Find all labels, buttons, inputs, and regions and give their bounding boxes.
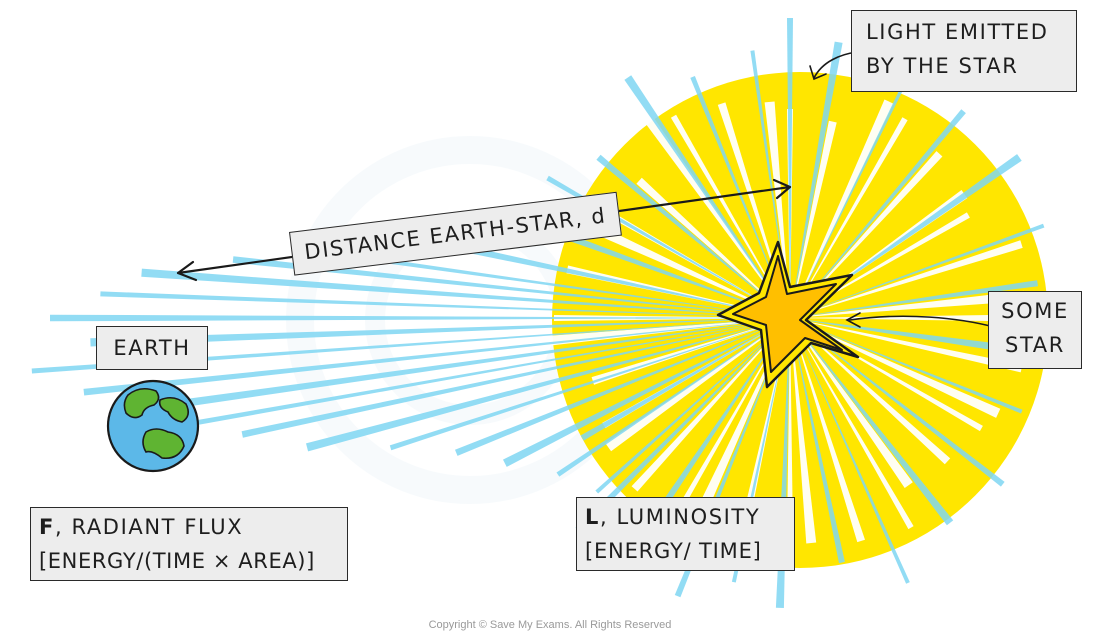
light-ray bbox=[595, 318, 790, 494]
light-ray bbox=[790, 120, 837, 318]
label-radiant-flux-line1: F, RADIANT FLUX bbox=[39, 510, 339, 544]
luminosity-symbol: L bbox=[585, 505, 600, 529]
light-ray bbox=[790, 318, 951, 465]
light-ray bbox=[790, 318, 865, 543]
light-ray bbox=[566, 265, 790, 318]
light-ray bbox=[605, 318, 790, 452]
light-ray bbox=[556, 318, 790, 477]
label-some-star: SOME STAR bbox=[988, 291, 1082, 369]
light-ray bbox=[546, 318, 790, 346]
light-ray bbox=[790, 318, 1001, 418]
light-ray bbox=[100, 291, 791, 318]
label-earth-text: EARTH bbox=[113, 336, 191, 360]
label-light-emitted-line1: LIGHT EMITTED bbox=[866, 20, 1049, 44]
light-ray bbox=[591, 318, 790, 385]
light-ray bbox=[232, 256, 790, 318]
light-ray bbox=[466, 246, 790, 318]
light-ray bbox=[141, 268, 791, 318]
light-ray bbox=[790, 290, 1025, 318]
light-ray bbox=[790, 318, 954, 526]
label-light-emitted: LIGHT EMITTED BY THE STAR bbox=[851, 10, 1077, 92]
light-ray bbox=[624, 75, 790, 318]
light-ray bbox=[790, 240, 1023, 318]
light-ray bbox=[145, 318, 791, 413]
light-ray bbox=[790, 318, 1019, 354]
blue-light-rays bbox=[31, 18, 1045, 608]
light-ray bbox=[790, 318, 910, 584]
light-ray bbox=[790, 315, 990, 321]
light-ray bbox=[790, 318, 817, 544]
earth-icon bbox=[106, 379, 200, 473]
copyright-text: Copyright © Save My Exams. All Rights Re… bbox=[428, 619, 672, 631]
light-ray bbox=[630, 318, 790, 553]
light-ray bbox=[241, 318, 791, 438]
light-ray bbox=[790, 47, 924, 318]
label-radiant-flux-units: [ENERGY/(TIME × AREA)] bbox=[39, 549, 315, 573]
light-ray bbox=[596, 154, 790, 318]
white-light-rays bbox=[546, 99, 1025, 544]
light-ray bbox=[790, 41, 843, 318]
light-ray bbox=[455, 318, 790, 456]
light-ray bbox=[790, 117, 908, 318]
star-icon bbox=[716, 240, 860, 389]
light-ray bbox=[790, 99, 894, 318]
label-luminosity: L, LUMINOSITY [ENERGY/ TIME] bbox=[576, 497, 795, 571]
light-ray bbox=[667, 318, 790, 527]
light-ray bbox=[294, 245, 790, 318]
label-earth: EARTH bbox=[96, 326, 208, 370]
light-ray bbox=[503, 318, 790, 467]
light-ray bbox=[790, 318, 1005, 487]
light-ray bbox=[306, 318, 790, 452]
light-ray bbox=[389, 318, 790, 451]
label-radiant-flux: F, RADIANT FLUX [ENERGY/(TIME × AREA)] bbox=[30, 507, 348, 581]
light-ray bbox=[790, 318, 1023, 373]
light-ray bbox=[188, 318, 791, 427]
light-ray bbox=[790, 109, 966, 318]
light-ray bbox=[790, 318, 914, 530]
light-ray bbox=[50, 314, 790, 322]
luminosity-title: , LUMINOSITY bbox=[599, 505, 761, 529]
light-ray bbox=[31, 318, 790, 374]
flux-title: , RADIANT FLUX bbox=[54, 515, 244, 539]
light-ray bbox=[90, 318, 791, 347]
label-some-star-line2: STAR bbox=[1005, 333, 1065, 357]
light-ray bbox=[790, 318, 845, 564]
light-ray bbox=[790, 318, 913, 488]
light-ray bbox=[575, 318, 790, 533]
light-ray bbox=[83, 318, 790, 396]
light-ray bbox=[787, 318, 793, 536]
light-ray bbox=[790, 280, 1038, 318]
label-luminosity-units: [ENERGY/ TIME] bbox=[585, 539, 762, 563]
flux-symbol: F bbox=[39, 515, 55, 539]
light-ray bbox=[690, 76, 790, 318]
light-ray bbox=[631, 318, 790, 492]
light-ray bbox=[636, 177, 790, 318]
light-ray bbox=[787, 18, 793, 318]
label-luminosity-line1: L, LUMINOSITY bbox=[585, 500, 786, 534]
light-ray bbox=[587, 221, 790, 318]
light-ray bbox=[670, 114, 790, 318]
light-ray bbox=[790, 223, 1045, 318]
light-ray bbox=[790, 318, 1023, 414]
light-ray bbox=[646, 118, 790, 318]
light-ray bbox=[580, 318, 790, 441]
light-ray bbox=[790, 151, 943, 318]
label-some-star-line1: SOME bbox=[1001, 299, 1069, 323]
label-light-emitted-line2: BY THE STAR bbox=[866, 54, 1019, 78]
